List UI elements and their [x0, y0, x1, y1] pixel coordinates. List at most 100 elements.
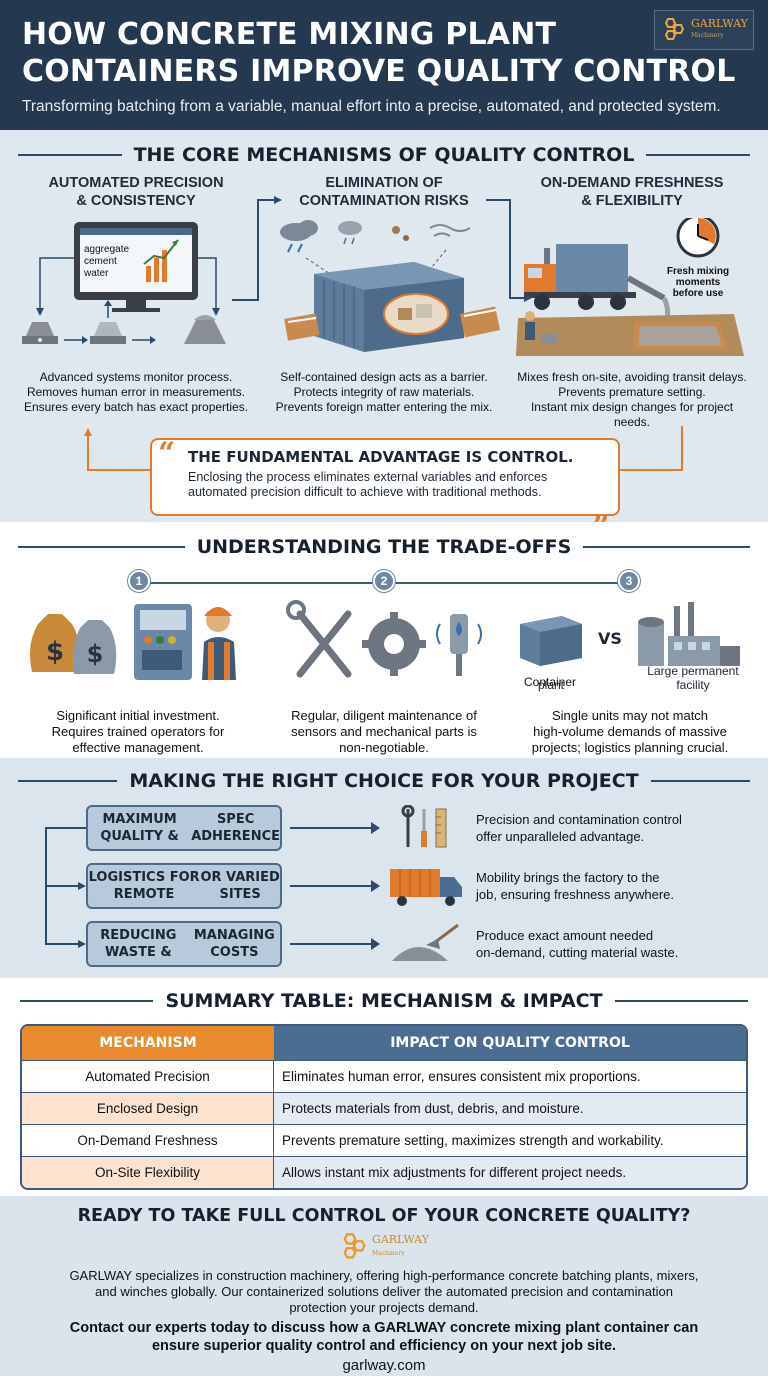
- footer-logo-sub: Machinery: [372, 1250, 405, 1257]
- rain-cloud-icon: [280, 220, 362, 253]
- website-link[interactable]: garlway.com: [342, 1357, 426, 1374]
- quote-title: THE FUNDAMENTAL ADVANTAGE IS CONTROL.: [188, 448, 574, 466]
- tradeoffs-section: UNDERSTANDING THE TRADE-OFFS 1 2 3 $ $: [0, 522, 768, 758]
- footer-heading: READY TO TAKE FULL CONTROL OF YOUR CONCR…: [77, 1206, 691, 1226]
- svg-text:$: $: [87, 640, 104, 668]
- tradeoff-text: Significant initial investment.Requires …: [51, 708, 225, 755]
- mechanism-description: Mixes fresh on-site, avoiding transit de…: [517, 370, 747, 429]
- footer-logo-name: GARLWAY: [372, 1233, 429, 1246]
- container-plant-label: plant: [537, 678, 565, 692]
- right-choice-section: MAKING THE RIGHT CHOICE FOR YOUR PROJECT…: [0, 758, 768, 978]
- operator-control-panel-icon: [134, 604, 236, 680]
- logo-name: GARLWAY: [691, 17, 748, 30]
- open-quote-icon: “: [158, 436, 176, 471]
- title-line-2: CONTAINERS IMPROVE QUALITY CONTROL: [22, 54, 736, 89]
- step-3: 3: [618, 570, 640, 592]
- mechanism-cell: On-Site Flexibility: [22, 1156, 274, 1188]
- core-mechanisms-section: THE CORE MECHANISMS OF QUALITY CONTROL A…: [0, 130, 768, 528]
- tradeoff-scale: Container VS plant Large p: [510, 594, 750, 756]
- truck-icon: [524, 244, 636, 310]
- tradeoffs-heading-text: UNDERSTANDING THE TRADE-OFFS: [196, 536, 572, 558]
- sensor-icon: [436, 614, 482, 676]
- summary-heading: SUMMARY TABLE: MECHANISM & IMPACT: [20, 990, 749, 1012]
- mechanism-description: Advanced systems monitor process.Removes…: [23, 370, 249, 414]
- table-row: Automated Precision Eliminates human err…: [22, 1060, 746, 1092]
- choice-row-quality: MAXIMUM QUALITY &SPEC ADHERENCE Precisio…: [86, 804, 758, 852]
- screen-line-aggregate: aggregate: [84, 244, 129, 255]
- money-bag-icon: $ $: [30, 614, 117, 674]
- summary-table: MECHANISM IMPACT ON QUALITY CONTROL Auto…: [20, 1024, 748, 1190]
- quote-text: Enclosing the process eliminates externa…: [188, 470, 548, 499]
- garlway-logo: GARLWAY Machinery: [654, 10, 754, 50]
- mechanism-title: AUTOMATED PRECISION& CONSISTENCY: [48, 175, 224, 209]
- page-title: HOW CONCRETE MIXING PLANT CONTAINERS IMP…: [22, 16, 762, 90]
- bowl-icon: [26, 322, 54, 336]
- impact-cell: Prevents premature setting, maximizes st…: [274, 1124, 746, 1156]
- clock-caption-1: Fresh mixing: [667, 266, 729, 277]
- column-header-mechanism: MECHANISM: [22, 1026, 274, 1060]
- footer-cta-section: READY TO TAKE FULL CONTROL OF YOUR CONCR…: [0, 1196, 768, 1376]
- footer-logo: GARLWAY Machinery: [20, 1230, 748, 1264]
- page-subtitle: Transforming batching from a variable, m…: [22, 98, 721, 115]
- material-pile-icon: [388, 921, 468, 967]
- factory-icon: [638, 602, 740, 666]
- summary-section: SUMMARY TABLE: MECHANISM & IMPACT MECHAN…: [0, 978, 768, 1196]
- quality-choice-button: MAXIMUM QUALITY &SPEC ADHERENCE: [86, 805, 282, 851]
- logo-sub: Machinery: [691, 32, 724, 39]
- container-illustration: [266, 218, 502, 358]
- column-header-impact: IMPACT ON QUALITY CONTROL: [274, 1026, 746, 1060]
- svg-text:$: $: [46, 637, 64, 667]
- tools-icon: [388, 804, 468, 851]
- choice-row-waste: REDUCING WASTE &MANAGING COSTS Produce e…: [86, 920, 758, 968]
- choice-branch-lines: [45, 827, 86, 948]
- fundamental-advantage-quote: “ THE FUNDAMENTAL ADVANTAGE IS CONTROL. …: [150, 436, 620, 528]
- screen-line-water: water: [83, 268, 109, 279]
- table-row: Enclosed Design Protects materials from …: [22, 1092, 746, 1124]
- choice-heading: MAKING THE RIGHT CHOICE FOR YOUR PROJECT: [18, 770, 751, 792]
- mechanism-cell: Enclosed Design: [22, 1092, 274, 1124]
- impact-cell: Allows instant mix adjustments for diffe…: [274, 1156, 746, 1188]
- mechanism-cell: Automated Precision: [22, 1060, 274, 1092]
- container-plant-icon: [520, 616, 582, 666]
- vs-label: VS: [598, 629, 622, 648]
- step-1: 1: [128, 570, 150, 592]
- core-heading: THE CORE MECHANISMS OF QUALITY CONTROL: [18, 144, 750, 166]
- impact-cell: Protects materials from dust, debris, an…: [274, 1092, 746, 1124]
- gear-icon: [362, 612, 426, 676]
- hexagon-logo-icon: [343, 1233, 366, 1259]
- tradeoff-steps: 1 2 3: [18, 570, 750, 594]
- freshness-illustration: Fresh mixing moments before use: [514, 214, 750, 358]
- choice-heading-text: MAKING THE RIGHT CHOICE FOR YOUR PROJECT: [129, 770, 639, 792]
- header: HOW CONCRETE MIXING PLANT CONTAINERS IMP…: [0, 0, 768, 130]
- mechanism-title: ON-DEMAND FRESHNESS& FLEXIBILITY: [540, 175, 724, 209]
- tradeoffs-heading: UNDERSTANDING THE TRADE-OFFS: [18, 536, 750, 558]
- mechanism-description: Self-contained design acts as a barrier.…: [275, 370, 493, 414]
- waste-choice-button: REDUCING WASTE &MANAGING COSTS: [86, 921, 282, 967]
- impact-cell: Eliminates human error, ensures consiste…: [274, 1060, 746, 1092]
- table-row: On-Site Flexibility Allows instant mix a…: [22, 1156, 746, 1188]
- wrench-icon: [296, 610, 352, 678]
- delivery-truck-icon: [388, 863, 468, 909]
- table-row: On-Demand Freshness Prevents premature s…: [22, 1124, 746, 1156]
- clock-icon: [676, 214, 720, 258]
- label-container-plant: Container: [524, 675, 576, 689]
- mechanism-freshness: ON-DEMAND FRESHNESS& FLEXIBILITY Fresh m…: [514, 174, 750, 430]
- summary-heading-text: SUMMARY TABLE: MECHANISM & IMPACT: [165, 990, 603, 1012]
- contact-cta: Contact our experts today to discuss how…: [69, 1320, 699, 1354]
- screen-line-cement: cement: [84, 256, 117, 267]
- step-2: 2: [373, 570, 395, 592]
- automation-illustration: aggregate cement water: [18, 218, 254, 358]
- table-header-row: MECHANISM IMPACT ON QUALITY CONTROL: [22, 1026, 746, 1060]
- company-description: GARLWAY specializes in construction mach…: [69, 1268, 699, 1315]
- close-quote-icon: „: [592, 493, 610, 528]
